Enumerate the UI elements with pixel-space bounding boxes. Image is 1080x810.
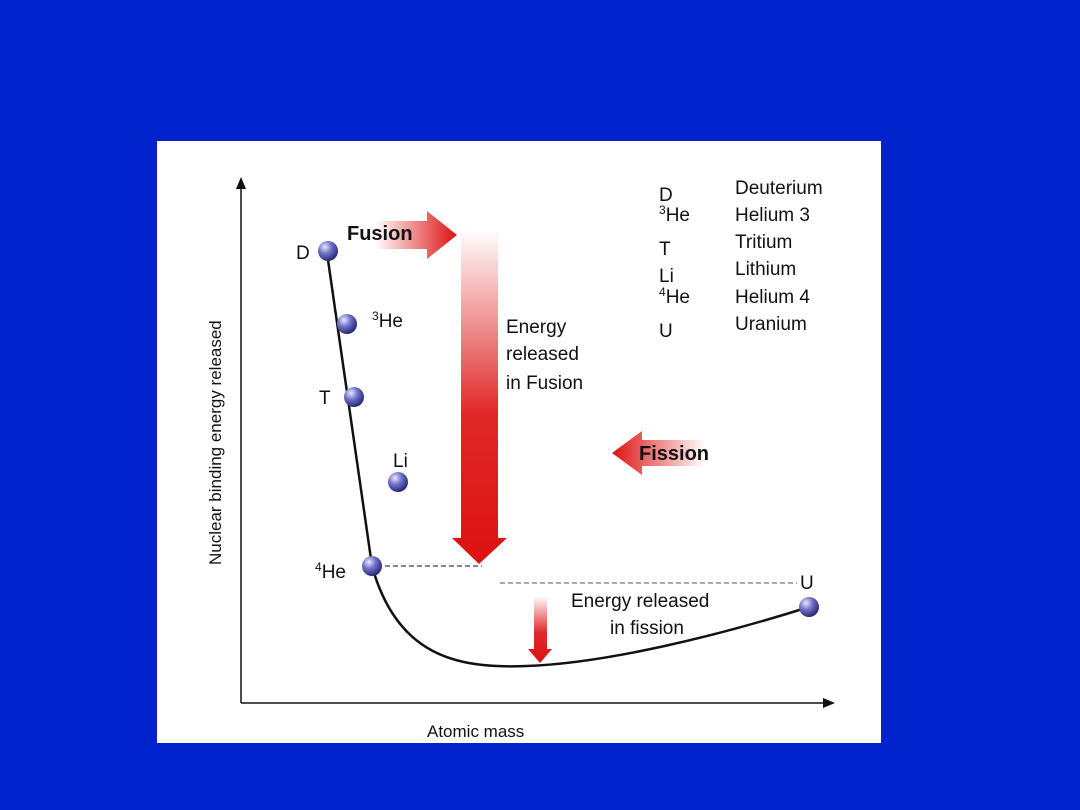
x-axis-label: Atomic mass — [427, 722, 524, 741]
legend-sym-sup-4: 4 — [659, 285, 666, 299]
fission-arrow — [612, 431, 705, 475]
legend-name-5: Uranium — [735, 314, 807, 335]
point-li — [388, 472, 408, 492]
y-axis-label: Nuclear binding energy released — [206, 320, 225, 565]
fusion-energy-line-3: in Fusion — [506, 373, 583, 394]
legend-name-3: Lithium — [735, 259, 796, 280]
fission-energy-line-2: in fission — [610, 618, 684, 639]
point-d — [318, 241, 338, 261]
legend: D Deuterium 3He Helium 3 T Tritium Li Li… — [659, 178, 823, 342]
legend-sym-base-3: Li — [659, 266, 674, 287]
fission-label: Fission — [639, 443, 709, 465]
legend-sym-base-1: He — [666, 205, 690, 226]
binding-energy-diagram: Nuclear binding energy released Atomic m… — [206, 177, 835, 741]
point-u — [799, 597, 819, 617]
legend-sym-base-0: D — [659, 185, 673, 206]
point-he4-base: He — [322, 562, 346, 583]
fusion-label: Fusion — [347, 223, 413, 245]
legend-sym-sup-1: 3 — [659, 203, 666, 217]
point-he3 — [337, 314, 357, 334]
legend-sym-0: D — [659, 185, 673, 206]
point-he3-sup: 3 — [372, 309, 379, 323]
fusion-energy-arrow — [452, 229, 507, 564]
binding-energy-curve — [325, 252, 810, 668]
legend-sym-1: 3He — [659, 203, 690, 226]
x-axis-arrowhead — [823, 698, 835, 708]
legend-sym-2: T — [659, 239, 671, 260]
point-u-label: U — [800, 573, 814, 594]
diagram-panel: Nuclear binding energy released Atomic m… — [157, 141, 881, 743]
y-axis-arrowhead — [236, 177, 246, 189]
fission-energy-line-1: Energy released — [571, 591, 709, 612]
fusion-energy-line-2: released — [506, 344, 579, 365]
point-t — [344, 387, 364, 407]
point-t-label: T — [319, 388, 331, 409]
legend-sym-base-5: U — [659, 321, 673, 342]
fusion-arrow — [375, 211, 457, 259]
legend-name-0: Deuterium — [735, 178, 823, 199]
fission-energy-arrow — [528, 596, 552, 663]
point-he4-sup: 4 — [315, 560, 322, 574]
point-he4 — [362, 556, 382, 576]
point-he3-base: He — [379, 311, 403, 332]
legend-name-2: Tritium — [735, 232, 792, 253]
legend-sym-5: U — [659, 321, 673, 342]
legend-sym-base-4: He — [666, 287, 690, 308]
point-li-label: Li — [393, 451, 408, 472]
fusion-energy-line-1: Energy — [506, 317, 567, 338]
point-he3-label: 3He — [372, 309, 403, 332]
legend-name-4: Helium 4 — [735, 287, 810, 308]
legend-sym-base-2: T — [659, 239, 671, 260]
legend-sym-4: 4He — [659, 285, 690, 308]
legend-sym-3: Li — [659, 266, 674, 287]
point-he4-label: 4He — [315, 560, 346, 583]
legend-name-1: Helium 3 — [735, 205, 810, 226]
point-d-label: D — [296, 243, 310, 264]
